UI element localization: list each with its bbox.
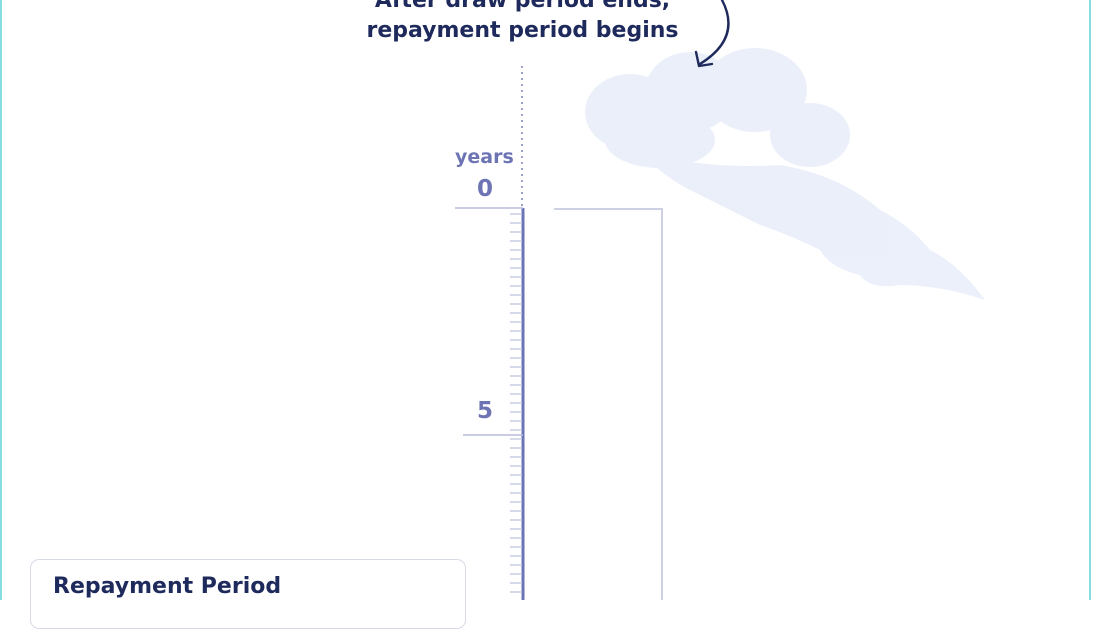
annotation-line-2: repayment period begins xyxy=(366,18,679,43)
annotation-line-1: After draw period ends, xyxy=(374,0,671,13)
tick-label-0: 0 xyxy=(477,176,494,202)
annotation-callout: After draw period ends, repayment period… xyxy=(300,0,745,46)
callout-arrow xyxy=(698,0,730,66)
cloud-illustration xyxy=(585,48,985,300)
minor-ticks xyxy=(510,213,522,593)
timeline-illustration xyxy=(455,0,985,600)
axis-unit-label: years xyxy=(455,146,514,168)
callout-arrow-head xyxy=(694,50,714,68)
repayment-period-card: Repayment Period xyxy=(30,559,466,629)
tick-label-5: 5 xyxy=(477,398,494,424)
card-title: Repayment Period xyxy=(53,574,282,599)
repayment-bar xyxy=(554,208,663,600)
